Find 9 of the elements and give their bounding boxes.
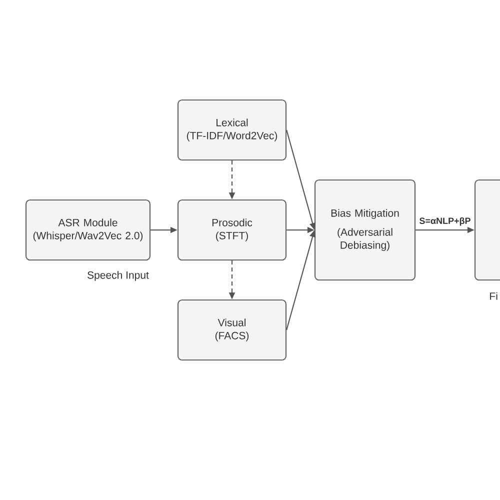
node-caption: Fi	[490, 292, 498, 300]
process-box: Visual (FACS)	[177, 299, 287, 361]
process-box: Bias Mitigation (Adversarial Debiasing)	[314, 179, 416, 281]
edge-label: S=αNLP+βP	[418, 216, 472, 227]
node-caption: Speech Input	[88, 271, 149, 281]
process-box: Lexical (TF-IDF/Word2Vec)	[177, 99, 287, 161]
process-box: Prosodic (STFT)	[177, 199, 287, 261]
box-shape	[474, 179, 500, 281]
process-box: ASR Module (Whisper/Wav2Vec 2.0)	[25, 199, 151, 261]
